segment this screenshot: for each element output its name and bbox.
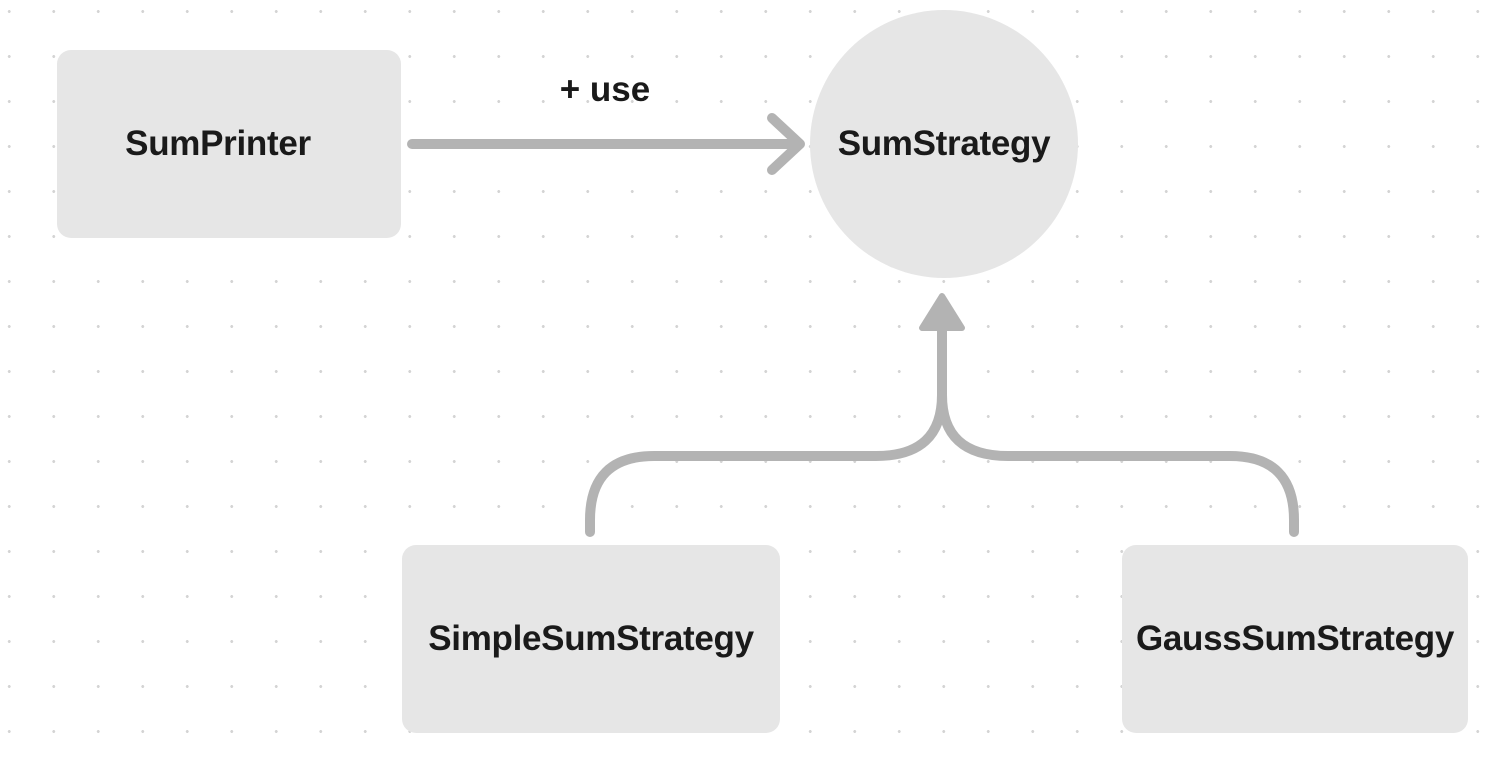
node-simple-sum-strategy[interactable]: SimpleSumStrategy <box>402 545 780 733</box>
edge-inherit-arrowhead <box>919 293 965 331</box>
node-simple-sum-strategy-label: SimpleSumStrategy <box>428 619 754 658</box>
edge-use-label: + use <box>559 70 651 109</box>
edge-use-arrowhead <box>767 113 805 175</box>
edge-inherit-simple-line[interactable] <box>585 325 947 537</box>
node-sum-strategy[interactable]: SumStrategy <box>810 10 1078 278</box>
node-gauss-sum-strategy-label: GaussSumStrategy <box>1135 619 1455 658</box>
node-sum-printer[interactable]: SumPrinter <box>57 50 401 238</box>
node-sum-printer-label: SumPrinter <box>125 124 311 163</box>
edge-inherit-gauss-line[interactable] <box>937 390 1299 537</box>
node-gauss-sum-strategy[interactable]: GaussSumStrategy <box>1122 545 1468 733</box>
node-sum-strategy-label: SumStrategy <box>837 124 1051 163</box>
